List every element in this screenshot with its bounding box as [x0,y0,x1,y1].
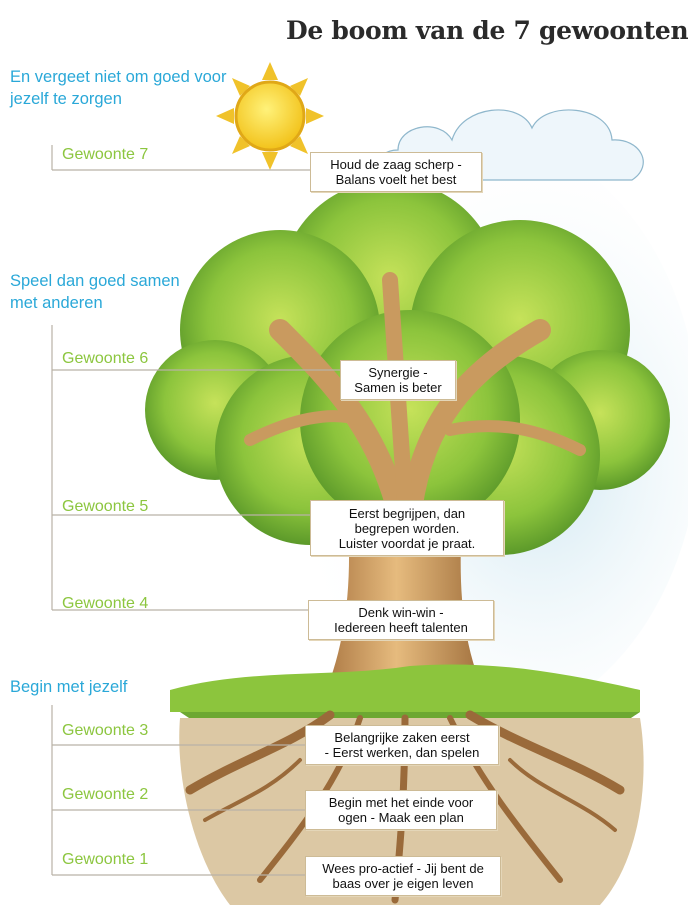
sign-line: Belangrijke zaken eerst [334,730,470,745]
habit-label-1: Gewoonte 1 [62,851,149,868]
habit-label-4: Gewoonte 4 [62,595,149,612]
sign-line: - Eerst werken, dan spelen [324,745,480,760]
habit-label-6: Gewoonte 6 [62,350,149,367]
sign-line: Houd de zaag scherp - [330,157,462,172]
habit-label-7: Gewoonte 7 [62,146,149,163]
sign-line: Eerst begrijpen, dan [348,505,466,521]
habit-sign-2: Begin met het einde voor ogen - Maak een… [305,790,497,830]
habit-sign-7: Houd de zaag scherp - Balans voelt het b… [310,152,482,192]
sign-line: Samen is beter [354,380,442,395]
grass [170,664,640,712]
habit-label-5: Gewoonte 5 [62,498,149,515]
habit-sign-4: Denk win-win - Iedereen heeft talenten [308,600,494,640]
sign-line: Balans voelt het best [335,172,457,187]
habit-sign-1: Wees pro-actief - Jij bent de baas over … [305,856,501,896]
sign-line: Begin met het einde voor [328,795,474,810]
sign-line: ogen - Maak een plan [338,810,464,825]
sign-line: Wees pro-actief - Jij bent de [322,861,484,876]
habit-label-3: Gewoonte 3 [62,722,149,739]
habit-sign-5: Eerst begrijpen, dan begrepen worden. Lu… [310,500,504,556]
sign-line: baas over je eigen leven [332,876,474,891]
habit-sign-6: Synergie - Samen is beter [340,360,456,400]
sign-line: Iedereen heeft talenten [334,620,468,635]
sign-line: Luister voordat je praat. [338,535,476,551]
section-heading-middle: Speel dan goed samen met anderen [10,272,180,312]
section-heading-bottom: Begin met jezelf [10,678,128,696]
sun-icon [216,62,324,170]
sign-line: Synergie - [368,365,428,380]
page-title: De boom van de 7 gewoonten [286,16,688,45]
sign-line: begrepen worden. [354,520,460,536]
habit-label-2: Gewoonte 2 [62,786,149,803]
sign-line: Denk win-win - [358,605,444,620]
habit-sign-3: Belangrijke zaken eerst - Eerst werken, … [305,725,499,765]
bracket-lines [51,145,340,876]
section-heading-top: En vergeet niet om goed voor jezelf te z… [10,68,227,108]
